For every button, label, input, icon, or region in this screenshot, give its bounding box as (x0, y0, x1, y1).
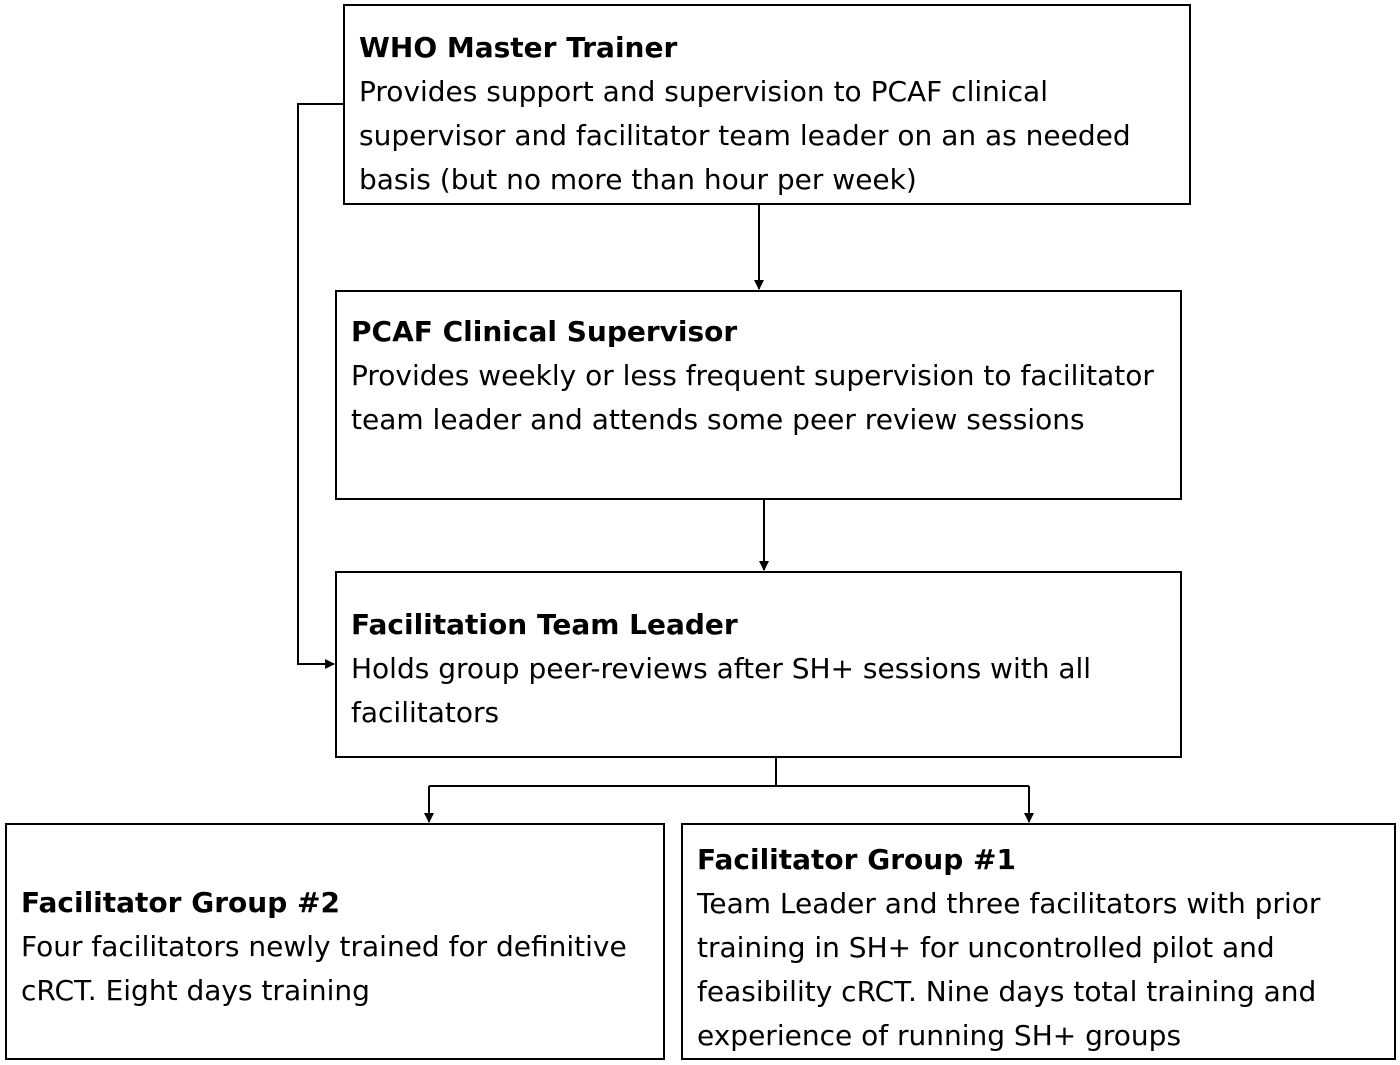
node-facilitator-group-1: Facilitator Group #1 Team Leader and thr… (681, 823, 1396, 1060)
edge-who-to-team-leader (297, 103, 344, 669)
node-description: Four facilitators newly trained for defi… (21, 930, 627, 1007)
node-facilitator-group-2: Facilitator Group #2 Four facilitators n… (5, 823, 665, 1060)
node-description: Holds group peer-reviews after SH+ sessi… (351, 652, 1092, 729)
node-title: PCAF Clinical Supervisor (351, 315, 738, 348)
node-facilitation-team-leader: Facilitation Team Leader Holds group pee… (335, 571, 1182, 758)
node-pcaf-clinical-supervisor: PCAF Clinical Supervisor Provides weekly… (335, 290, 1182, 500)
node-title: Facilitator Group #1 (697, 843, 1016, 876)
node-description: Team Leader and three facilitators with … (697, 887, 1321, 1052)
node-description: Provides support and supervision to PCAF… (359, 75, 1131, 196)
node-title: Facilitator Group #2 (21, 886, 340, 919)
node-description: Provides weekly or less frequent supervi… (351, 359, 1154, 436)
node-title: Facilitation Team Leader (351, 608, 738, 641)
node-title: WHO Master Trainer (359, 31, 678, 64)
node-who-master-trainer: WHO Master Trainer Provides support and … (343, 4, 1191, 205)
